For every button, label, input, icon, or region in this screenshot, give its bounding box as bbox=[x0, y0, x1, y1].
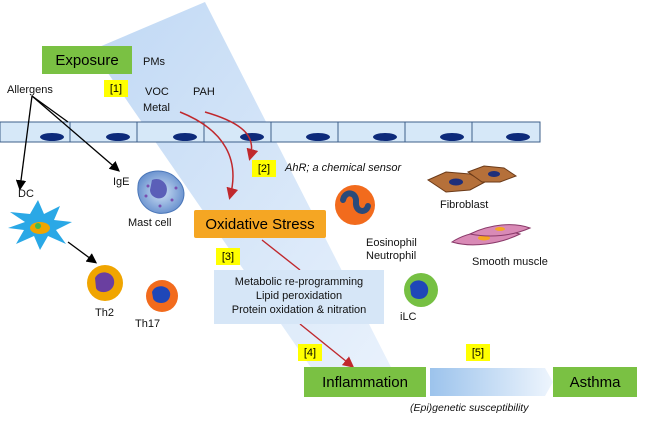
fibroblast-label: Fibroblast bbox=[440, 199, 489, 211]
smooth-muscle-icon bbox=[450, 224, 532, 246]
pah-label: PAH bbox=[193, 86, 215, 98]
tag-5: [5] bbox=[466, 344, 490, 361]
allergen-to-dc-arrow bbox=[15, 95, 33, 191]
voc-label: VOC bbox=[145, 86, 169, 98]
epithelial-layer bbox=[0, 121, 541, 143]
susceptibility-label: (Epi)genetic susceptibility bbox=[410, 402, 529, 414]
processes-to-inflammation-arrow bbox=[299, 323, 355, 368]
th17-cell-icon bbox=[146, 280, 178, 312]
tag-4: [4] bbox=[298, 344, 322, 361]
th17-label: Th17 bbox=[135, 318, 161, 330]
voc-to-oxidative-stress-arrow bbox=[179, 111, 239, 200]
pah-to-ahr-arrow bbox=[204, 111, 259, 161]
pms-label: PMs bbox=[143, 56, 165, 68]
tag-1: [1] bbox=[104, 80, 128, 97]
process-metabolic: Metabolic re-programming bbox=[234, 276, 364, 289]
process-protein: Protein oxidation & nitration bbox=[231, 303, 367, 316]
oxidative-stress-to-processes-arrow bbox=[261, 239, 301, 271]
exposure-box: Exposure bbox=[42, 46, 132, 74]
th2-cell-icon bbox=[87, 265, 123, 301]
th2-label: Th2 bbox=[95, 307, 114, 319]
oxidative-processes-box: Metabolic re-programming Lipid peroxidat… bbox=[214, 270, 384, 324]
ahr-label: AhR; a chemical sensor bbox=[285, 162, 402, 174]
allergen-to-ige-arrow bbox=[31, 95, 120, 172]
dc-to-th2-arrow bbox=[67, 241, 98, 264]
ilc-label: iLC bbox=[400, 311, 417, 323]
ige-label: IgE bbox=[113, 176, 130, 188]
smooth-muscle-label: Smooth muscle bbox=[472, 256, 548, 268]
process-lipid: Lipid peroxidation bbox=[255, 290, 343, 303]
mast-cell-icon bbox=[137, 170, 185, 214]
metal-label: Metal bbox=[143, 102, 170, 114]
tag-3: [3] bbox=[216, 248, 240, 265]
mast-cell-label: Mast cell bbox=[128, 217, 172, 229]
allergens-label: Allergens bbox=[7, 84, 53, 96]
dendritic-cell-icon bbox=[8, 200, 72, 250]
oxidative-stress-box: Oxidative Stress bbox=[194, 210, 326, 238]
inflammation-box: Inflammation bbox=[304, 367, 426, 397]
eosinophil-label: Eosinophil bbox=[366, 237, 417, 249]
progression-arrow bbox=[430, 368, 553, 396]
tag-2: [2] bbox=[252, 160, 276, 177]
eosinophil-icon bbox=[335, 185, 375, 225]
asthma-box: Asthma bbox=[553, 367, 637, 397]
fibroblast-icon bbox=[426, 165, 518, 193]
ilc-cell-icon bbox=[404, 273, 438, 307]
neutrophil-label: Neutrophil bbox=[366, 250, 417, 262]
dc-label: DC bbox=[18, 188, 34, 200]
